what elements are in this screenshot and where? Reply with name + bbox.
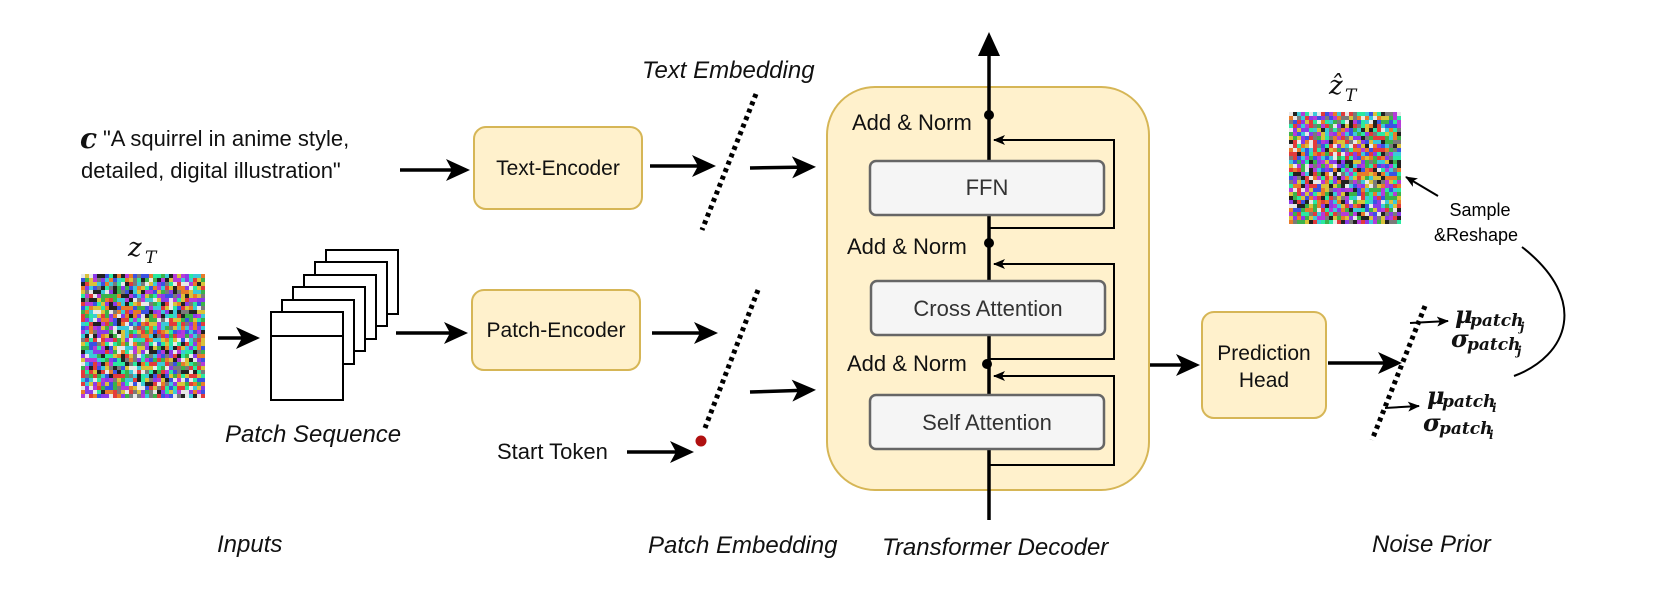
start-token-dot: [695, 435, 707, 447]
cross-attention-label: Cross Attention: [913, 296, 1062, 321]
noise-prior-caption: Noise Prior: [1372, 531, 1492, 558]
mu-sigma-i-arrow: [1384, 401, 1420, 412]
ffn-box: [868, 159, 1106, 217]
text-prompt-line1: "A squirrel in anime style,: [103, 126, 349, 151]
text-condition-symbol: c: [80, 122, 97, 155]
sigma-i-patch: patch: [1439, 419, 1492, 439]
inputs-caption: Inputs: [217, 531, 282, 558]
noise-latent-image: [81, 274, 205, 398]
sample-label-line2: &Reshape: [1434, 225, 1518, 245]
sample-reshape-curve: [1513, 246, 1566, 377]
sample-to-output-arrow: [1405, 176, 1439, 197]
residual-ffn: [989, 135, 1115, 229]
mu-j-patch: patch: [1470, 311, 1523, 331]
text-embedding-label: Text Embedding: [642, 57, 815, 84]
sample-label-line1: Sample: [1449, 200, 1510, 220]
ffn-label: FFN: [966, 175, 1009, 200]
patch-embedding-to-decoder-arrow: [749, 379, 816, 402]
residual-self-attention: [989, 371, 1115, 466]
text-prompt-line2: detailed, digital illustration": [81, 158, 341, 183]
prediction-head-line2: Head: [1239, 369, 1289, 392]
patch-encoder-label: Patch-Encoder: [487, 319, 626, 342]
mu-i-index: i: [1492, 401, 1497, 415]
patch-embedding-label: Patch Embedding: [648, 532, 838, 559]
sigma-i-index: i: [1489, 428, 1494, 442]
patch-embedding-tokens: [702, 289, 761, 429]
add-norm-mid-label: Add & Norm: [847, 234, 967, 259]
decoder-output-arrowhead: [978, 32, 1000, 56]
start-token-label: Start Token: [497, 439, 608, 464]
text-encoder-label: Text-Encoder: [496, 157, 620, 180]
text-embedding-to-decoder-arrow: [749, 156, 816, 179]
mu-i: μ: [1427, 381, 1445, 410]
prediction-head-box: [1201, 311, 1327, 419]
sigma-j: σ: [1451, 324, 1469, 353]
patch-sequence-label: Patch Sequence: [225, 421, 401, 448]
noise-latent-subscript: T: [145, 248, 158, 268]
noise-latent-label: z: [127, 233, 142, 263]
noise-output-image: [1289, 112, 1401, 224]
mu-i-patch: patch: [1442, 392, 1495, 412]
residual-cross-attention: [989, 259, 1115, 360]
noise-prior-tokens: [1369, 305, 1428, 441]
text-encoder-box: [473, 126, 643, 210]
patch-encoder-box: [471, 289, 641, 371]
self-attention-box: [868, 393, 1106, 451]
prediction-head-line1: Prediction: [1217, 342, 1310, 365]
sigma-i: σ: [1423, 408, 1441, 437]
transformer-decoder-caption: Transformer Decoder: [882, 534, 1109, 561]
mu-sigma-j-arrow: [1409, 316, 1449, 327]
sigma-j-patch: patch: [1467, 335, 1520, 355]
add-norm-bottom-label: Add & Norm: [847, 351, 967, 376]
patch-front: [270, 335, 344, 401]
add-norm-top-label: Add & Norm: [852, 110, 972, 135]
mu-j-index: j: [1518, 320, 1525, 334]
noise-output-label: ẑ: [1328, 71, 1343, 101]
cross-attention-box: [869, 279, 1107, 337]
text-embedding-tokens: [699, 93, 759, 231]
add-norm-bottom-dot: [982, 359, 992, 369]
patch-sequence-stack: [270, 249, 399, 401]
sigma-j-index: j: [1515, 344, 1522, 358]
add-norm-top-dot: [984, 110, 994, 120]
self-attention-label: Self Attention: [922, 410, 1052, 435]
add-norm-mid-dot: [984, 238, 994, 248]
noise-output-subscript: T: [1345, 86, 1358, 106]
mu-j: μ: [1455, 300, 1473, 329]
